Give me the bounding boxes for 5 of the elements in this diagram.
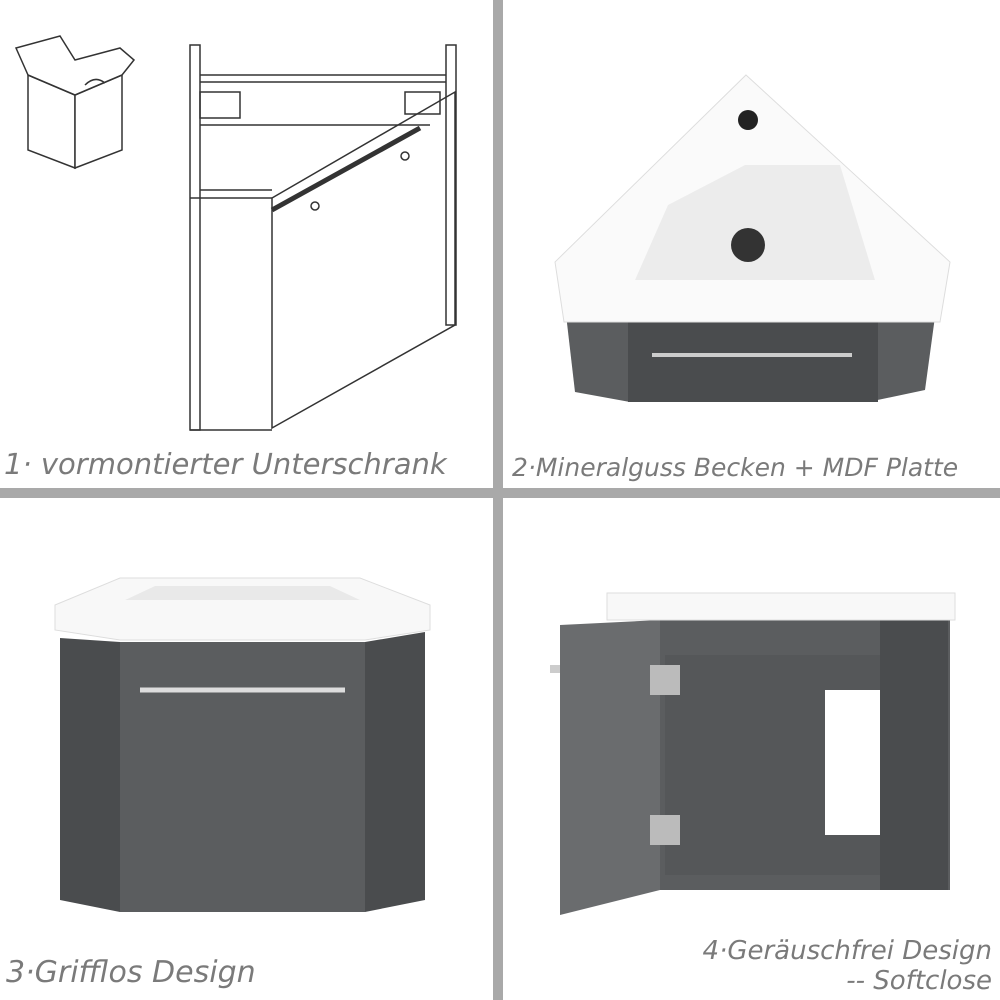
caption: -- Softclose [846, 968, 992, 994]
caption: 3·Grifflos Design [6, 958, 256, 988]
caption: 2·Mineralguss Becken + MDF Platte [512, 455, 958, 480]
caption: 1· vormontierter Unterschrank [4, 450, 447, 479]
caption: 4·Geräuschfrei Design [702, 938, 992, 964]
